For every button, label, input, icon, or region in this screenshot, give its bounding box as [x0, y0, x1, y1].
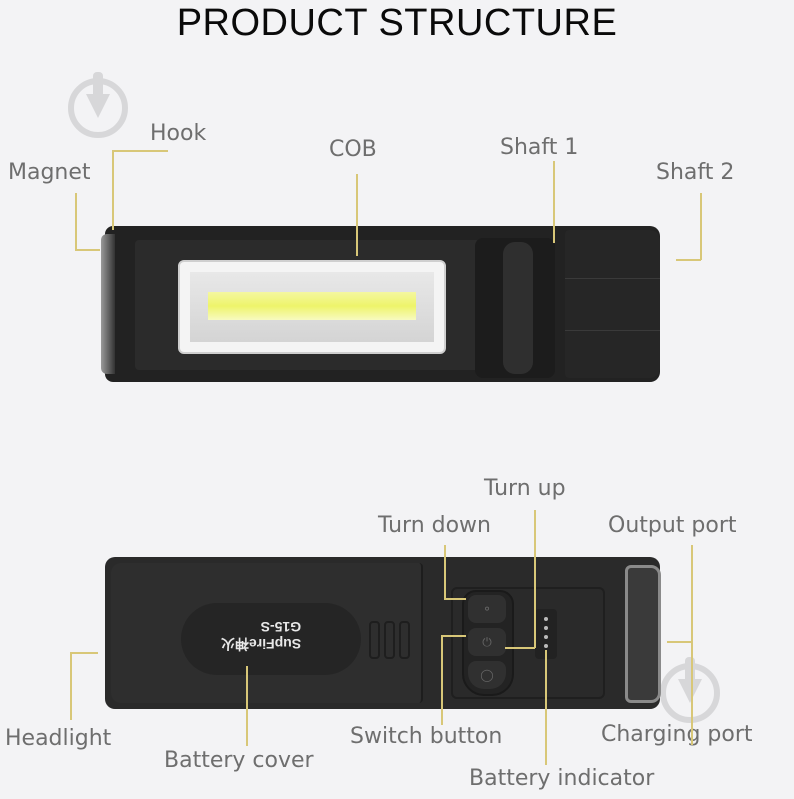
- leader-charging-port: [667, 641, 692, 643]
- label-headlight: Headlight: [5, 726, 112, 751]
- label-battery-cover: Battery cover: [164, 748, 314, 773]
- magnet-endcap: [101, 234, 115, 374]
- device-bottom-view: SupFire神火 G15-S ⚬ ⏻ ◯: [105, 557, 661, 709]
- label-switch-button: Switch button: [350, 724, 503, 749]
- label-battery-indicator: Battery indicator: [469, 766, 655, 791]
- leader-battery-cover: [246, 666, 248, 746]
- leader-shaft-2: [700, 193, 702, 260]
- leader-hook: [112, 150, 168, 152]
- leader-magnet: [75, 193, 77, 249]
- control-panel: [451, 587, 605, 699]
- leader-turn-up: [534, 510, 536, 648]
- watermark-icon: [68, 72, 128, 138]
- vent-grille: [369, 621, 414, 663]
- label-turn-down: Turn down: [378, 513, 491, 538]
- leader-turn-down: [444, 545, 446, 599]
- battery-cover: SupFire神火 G15-S: [111, 563, 423, 703]
- leader-shaft-1: [553, 161, 555, 243]
- turn-down-button[interactable]: ⚬: [468, 595, 506, 623]
- switch-button[interactable]: ⏻: [468, 628, 506, 656]
- label-output-port: Output port: [608, 513, 737, 538]
- label-cob: COB: [329, 137, 377, 162]
- cob-light: [178, 260, 446, 354]
- label-charging-port: Charging port: [601, 722, 753, 747]
- output-port: [625, 565, 661, 703]
- leader-cob: [356, 174, 358, 256]
- label-turn-up: Turn up: [484, 476, 566, 501]
- label-shaft-1: Shaft 1: [500, 135, 579, 160]
- shaft-1: [475, 238, 555, 378]
- turn-up-button[interactable]: ◯: [468, 661, 506, 689]
- battery-indicator: [535, 609, 557, 659]
- device-logo: SupFire神火 G15-S: [221, 619, 302, 652]
- leader-output-port: [691, 545, 693, 745]
- watermark-icon: [660, 657, 720, 723]
- leader-switch-button: [441, 635, 443, 725]
- leader-headlight: [70, 652, 72, 720]
- switch-button-pad: ⚬ ⏻ ◯: [462, 590, 514, 696]
- label-shaft-2: Shaft 2: [656, 160, 735, 185]
- leader-battery-indicator: [545, 650, 547, 765]
- shaft-2: [565, 230, 660, 378]
- label-hook: Hook: [150, 121, 207, 146]
- page-title: PRODUCT STRUCTURE: [176, 2, 618, 44]
- cob-led-strip: [208, 292, 416, 320]
- device-top-view: [101, 226, 660, 382]
- label-magnet: Magnet: [8, 160, 91, 185]
